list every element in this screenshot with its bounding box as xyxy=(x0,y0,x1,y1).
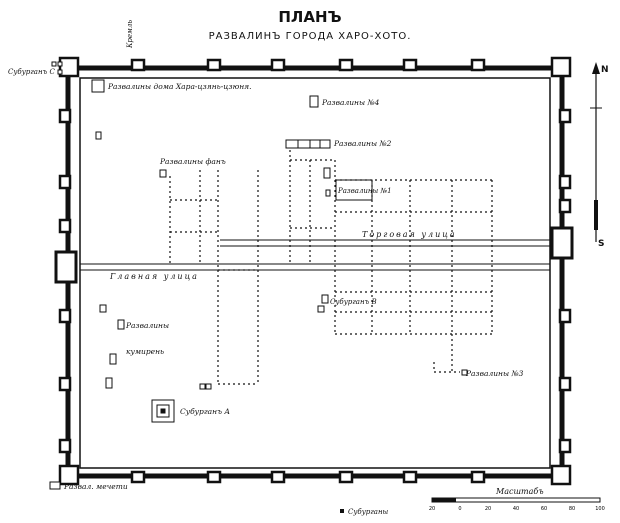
label-south: S xyxy=(598,239,604,249)
label-ruins-4: Развалины №4 xyxy=(321,98,380,107)
compass-arrow: N S xyxy=(590,62,609,249)
scale-tick-label: 40 xyxy=(513,506,519,512)
north-arrow-icon xyxy=(592,62,600,74)
dotted-building-grid-east xyxy=(289,140,493,373)
scale-label: Масштабъ xyxy=(495,487,544,496)
label-ruins-house: Развалины дома Хара-цзянь-цзюня. xyxy=(107,82,252,91)
map-labels: Кремль Субурганъ С Развалины дома Хара-ц… xyxy=(8,20,524,416)
scale-tick-label: 100 xyxy=(595,506,605,512)
map-title: ПЛАНЪ xyxy=(278,8,341,26)
legend-suburgan-symbol xyxy=(340,509,344,513)
suburgan-a-marker xyxy=(151,399,175,423)
ruins-2-block xyxy=(285,139,331,149)
scale-tick-label: 0 xyxy=(458,506,461,512)
legend-mosque-symbol xyxy=(49,481,61,490)
legend: Развал. мечети Субурганы xyxy=(49,481,389,516)
trade-street xyxy=(220,239,550,247)
label-ruins-1: Развалины №1 xyxy=(337,187,392,195)
scale-ticks: 20 0 20 40 60 80 100 xyxy=(429,506,605,512)
label-suburgan-a: Субурганъ А xyxy=(180,407,230,416)
legend-suburgans-label: Субурганы xyxy=(348,508,389,516)
label-ruins-kumiren-1: Развалины xyxy=(125,321,169,330)
main-street xyxy=(80,263,550,271)
label-ruins-2: Развалины №2 xyxy=(333,139,392,148)
label-kreml: Кремль xyxy=(126,20,134,49)
scale-tick-label: 20 xyxy=(485,506,491,512)
label-north: N xyxy=(601,65,609,75)
label-ruins-kumiren-2: кумирень xyxy=(126,347,164,356)
ruins-1-block xyxy=(335,179,373,201)
scale-tick-label: 60 xyxy=(541,506,547,512)
label-ruins-fans: Развалины фанъ xyxy=(159,157,226,166)
dotted-building-grid-west xyxy=(169,170,259,385)
bastions xyxy=(58,56,572,486)
scale-tick-label: 20 xyxy=(429,506,435,512)
scale-tick-label: 80 xyxy=(569,506,575,512)
legend-mosque-label: Развал. мечети xyxy=(63,482,128,491)
label-suburgan-b: Субурганъ В xyxy=(330,298,377,306)
label-suburgan-c: Субурганъ С xyxy=(8,68,55,76)
city-walls xyxy=(54,65,574,479)
map-subtitle: РАЗВАЛИНЪ ГОРОДА ХАРО-ХОТО. xyxy=(209,31,412,42)
label-main-street: Главная улица xyxy=(109,272,199,281)
label-ruins-3: Развалины №3 xyxy=(465,369,524,378)
label-trade-street: Торговая улица xyxy=(362,230,457,239)
scale-bar: Масштабъ 20 0 20 40 60 80 100 xyxy=(429,487,605,512)
building-markers xyxy=(51,61,468,390)
